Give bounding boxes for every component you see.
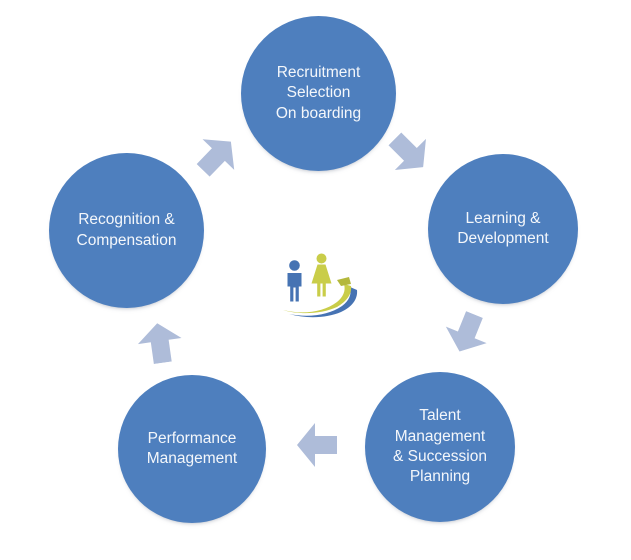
node-learning-development-label: Learning & Development: [457, 209, 549, 247]
swoosh-yellow-ribbon: [283, 284, 352, 314]
woman-figure-body: [311, 264, 332, 297]
arrow-performance-to-recognition-icon: [137, 323, 182, 365]
node-recruitment: Recruitment Selection On boarding: [241, 16, 396, 171]
arrow-talent-to-performance-icon: [297, 423, 337, 467]
man-figure-body: [287, 273, 302, 302]
node-performance-management-label: Performance Management: [146, 429, 238, 467]
arrow-recognition-to-recruitment-icon: [196, 139, 235, 177]
node-talent-management: Talent Management & Succession Planning: [365, 372, 515, 522]
swoosh-blue-ribbon: [289, 287, 358, 318]
woman-figure-head: [316, 253, 327, 264]
arrow-recruitment-to-learning-icon: [388, 132, 426, 170]
arrow-learning-to-talent-icon: [445, 311, 487, 352]
node-recruitment-label: Recruitment Selection On boarding: [275, 63, 362, 122]
node-performance-management: Performance Management: [118, 375, 266, 523]
people-growth-icon: [283, 253, 358, 318]
man-figure-head: [289, 260, 300, 271]
node-talent-management-label: Talent Management & Succession Planning: [393, 407, 487, 486]
node-recognition-compensation-label: Recognition & Compensation: [76, 211, 177, 249]
node-learning-development: Learning & Development: [428, 154, 578, 304]
node-recognition-compensation: Recognition & Compensation: [49, 153, 204, 308]
swoosh-fold-tip: [337, 277, 351, 286]
